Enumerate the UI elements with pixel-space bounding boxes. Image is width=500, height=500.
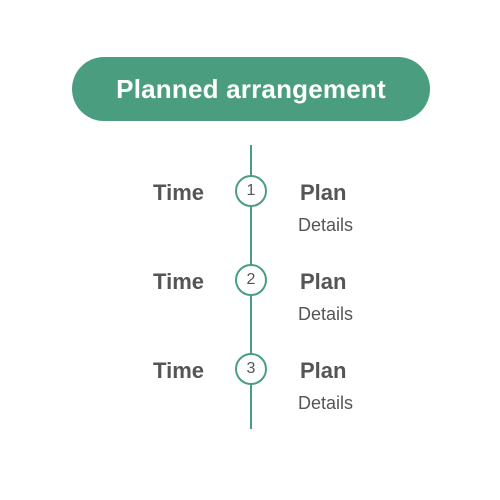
title-banner: Planned arrangement xyxy=(72,57,430,121)
title-text: Planned arrangement xyxy=(116,73,386,104)
step-details-text: Details xyxy=(298,215,354,235)
timeline-step: Time 3 Plan Details xyxy=(0,348,500,418)
step-number-marker: 2 xyxy=(235,264,267,296)
timeline-step: Time 2 Plan Details xyxy=(0,259,500,329)
step-plan-label: Plan xyxy=(300,269,347,294)
step-time-label: Time xyxy=(153,358,204,383)
step-plan-label: Plan xyxy=(300,180,347,205)
step-details-text: Details xyxy=(298,304,354,324)
step-time-label: Time xyxy=(153,180,204,205)
step-details-text: Details xyxy=(298,393,354,413)
step-time-label: Time xyxy=(153,269,204,294)
step-number-marker: 3 xyxy=(235,353,267,385)
step-number-marker: 1 xyxy=(235,175,267,207)
timeline-step: Time 1 Plan Details xyxy=(0,170,500,240)
step-plan-label: Plan xyxy=(300,358,347,383)
